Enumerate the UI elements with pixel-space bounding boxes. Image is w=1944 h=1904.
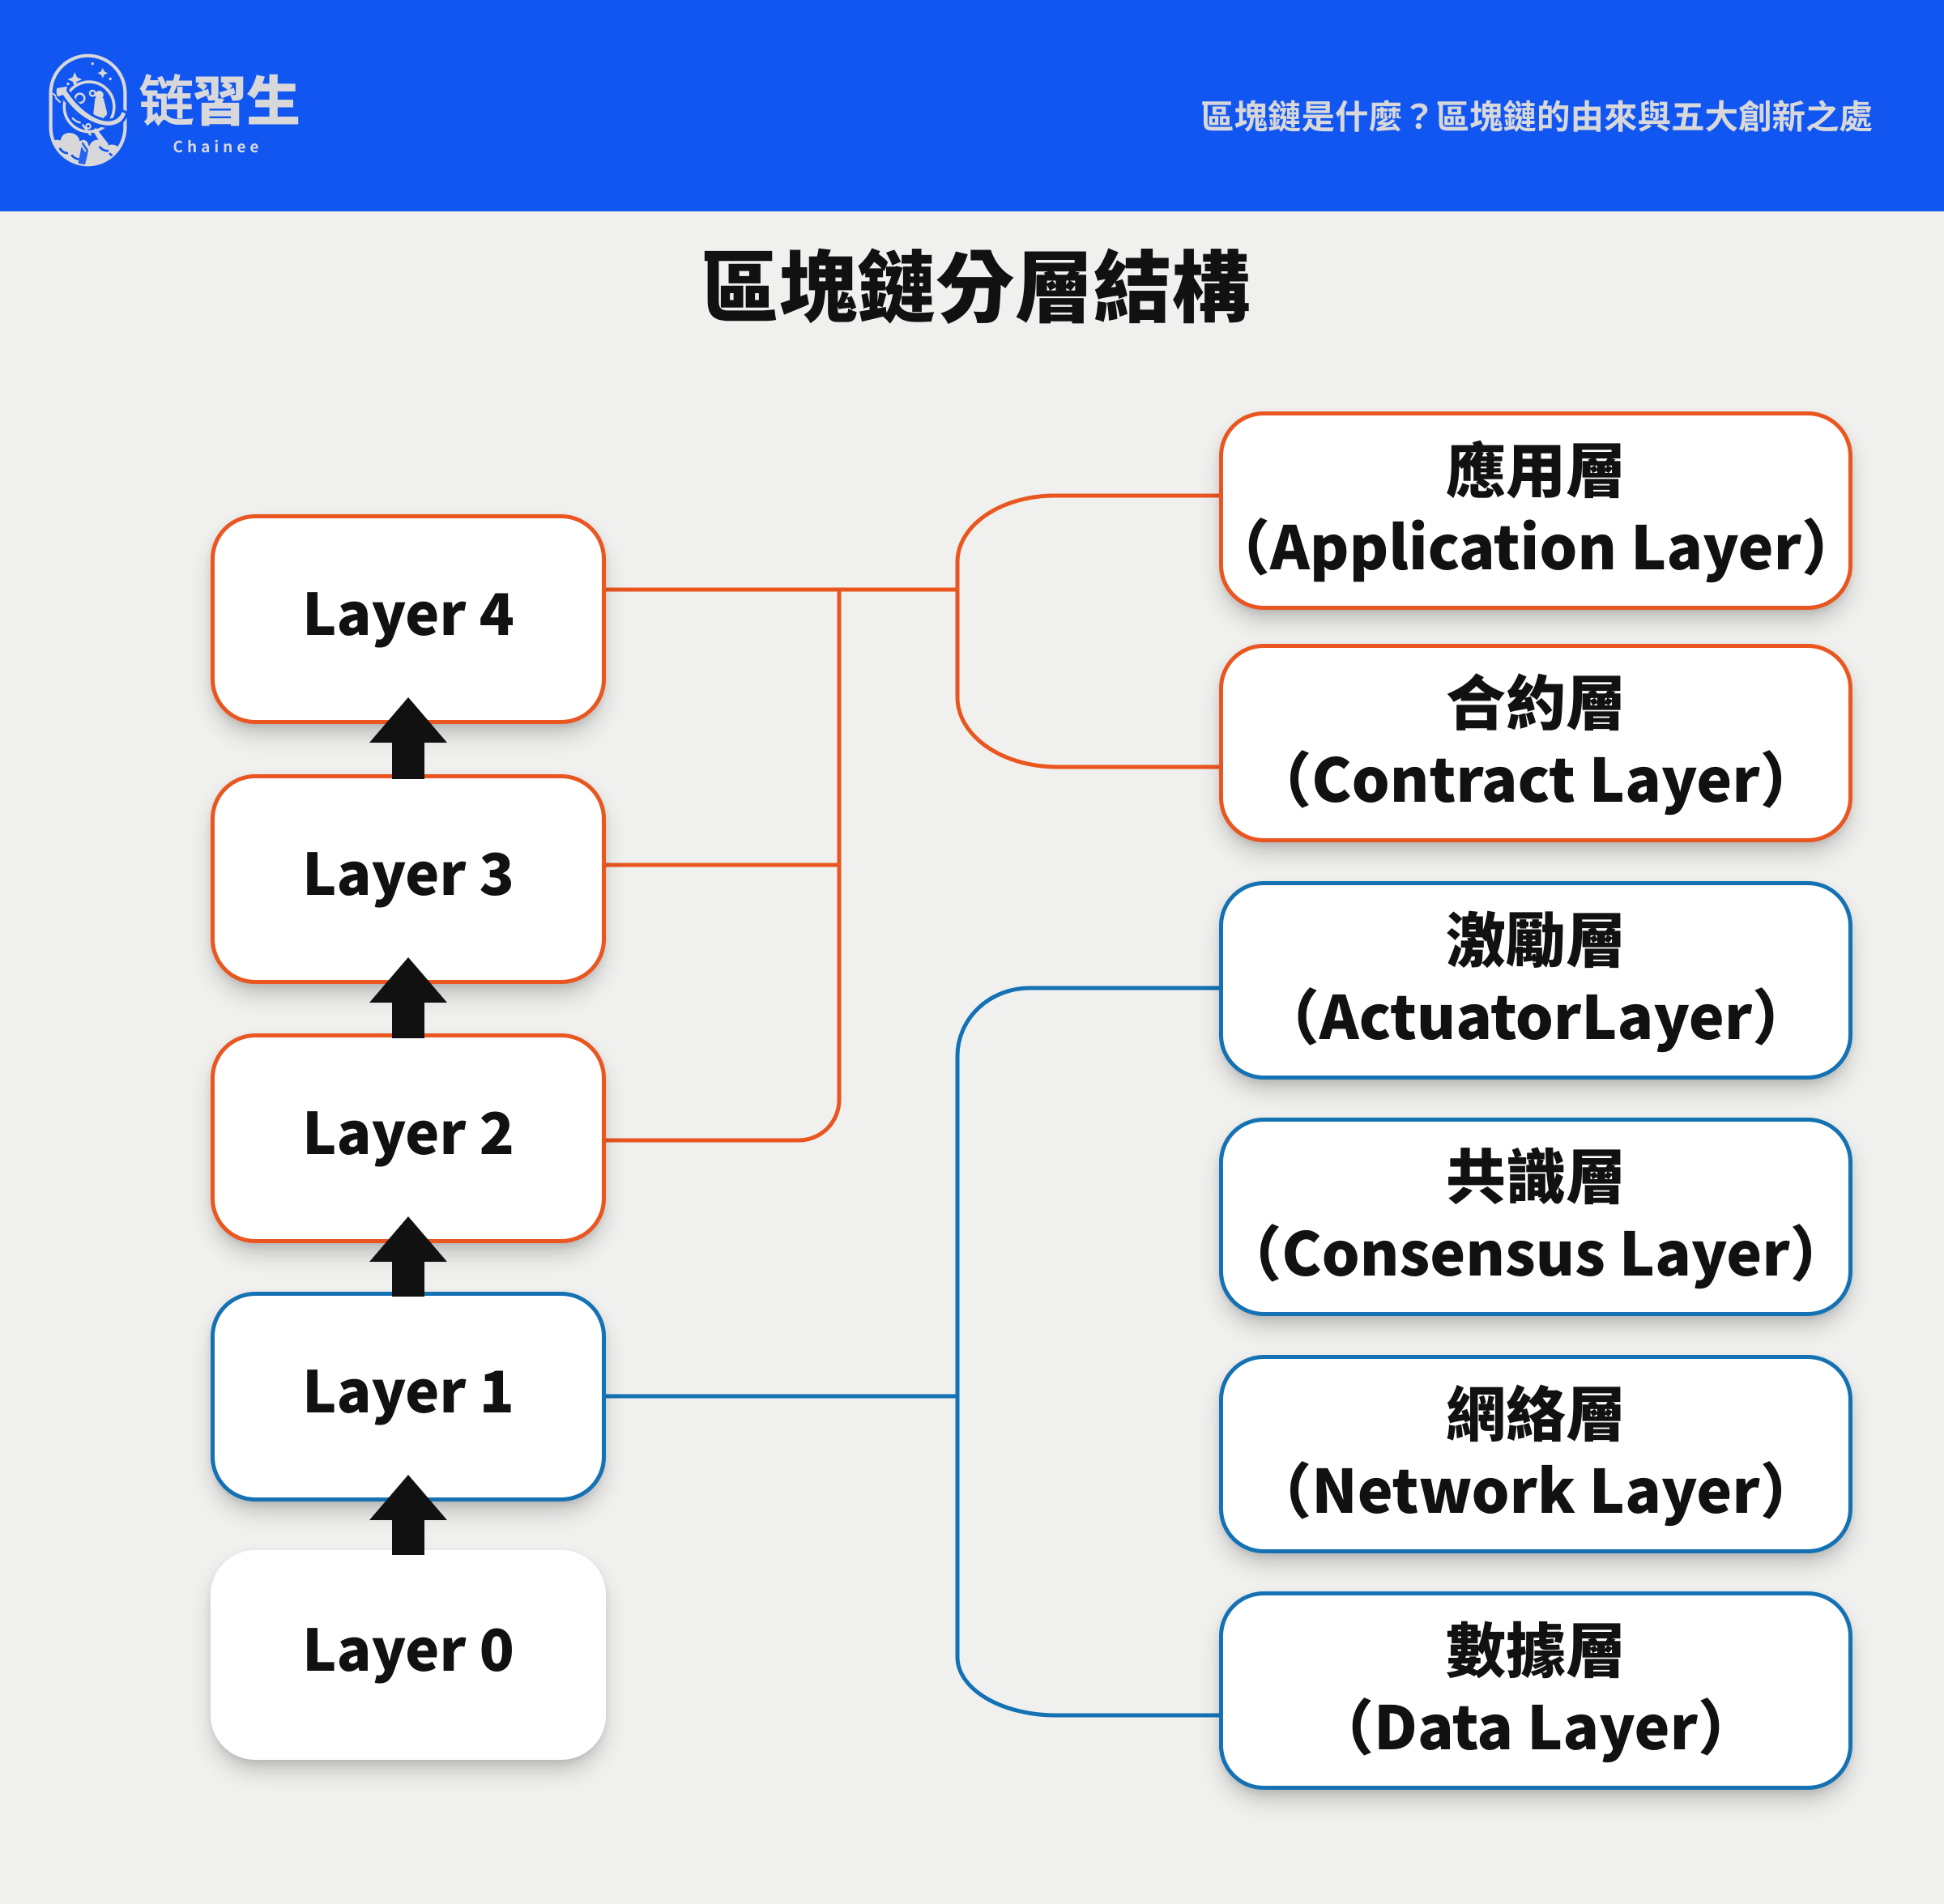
layer4-label: Layer 4	[302, 569, 514, 652]
wire-fork-to-application	[955, 493, 1219, 590]
logo-detail-dot	[85, 123, 92, 130]
arrow-layer1-to-layer2	[369, 1216, 447, 1297]
data-layer-box: 數據層 （Data Layer）	[1219, 1591, 1852, 1790]
logo-rocket	[56, 86, 67, 97]
arrow-layer0-to-layer1	[369, 1475, 447, 1555]
wire-blue-trunk	[955, 986, 1219, 1718]
logo-detail-dot	[91, 62, 94, 66]
logo-detail-dot	[74, 92, 86, 104]
arrow-layer2-to-layer3	[369, 957, 447, 1038]
contract-layer-zh: 合約層	[1446, 656, 1626, 743]
logo-subtext: Chainee	[173, 135, 263, 157]
actuator-layer-zh: 激勵層	[1446, 893, 1626, 980]
wire-orange-trunk-to-layer2	[606, 590, 842, 1143]
logo-detail-stroke	[78, 141, 91, 165]
logo-detail-dot	[109, 77, 112, 81]
logo-detail-stroke	[71, 117, 81, 124]
actuator-layer-en: （ActuatorLayer）	[1259, 970, 1813, 1057]
logo-detail-stroke	[93, 96, 108, 118]
consensus-layer-box: 共識層 （Consensus Layer）	[1219, 1118, 1852, 1316]
application-layer-en: （Application Layer）	[1210, 500, 1861, 587]
contract-layer-en: （Contract Layer）	[1251, 733, 1820, 820]
data-layer-zh: 數據層	[1446, 1604, 1626, 1690]
layer3-box: Layer 3	[211, 774, 606, 984]
header-bar: 链習生 Chainee 區塊鏈是什麼？區塊鏈的由來與五大創新之處	[0, 0, 1944, 211]
arrow-layer3-to-layer4	[369, 697, 447, 779]
layer3-label: Layer 3	[302, 829, 514, 912]
logo-detail-dot	[66, 82, 70, 86]
layer4-box: Layer 4	[211, 514, 606, 724]
layer1-box: Layer 1	[211, 1292, 606, 1501]
logo-detail-stroke	[52, 92, 62, 104]
network-layer-zh: 網絡層	[1446, 1367, 1626, 1454]
logo-clouds	[50, 133, 122, 165]
network-layer-box: 網絡層 （Network Layer）	[1219, 1355, 1852, 1553]
logo-sparkles	[67, 72, 83, 87]
actuator-layer-box: 激勵層 （ActuatorLayer）	[1219, 881, 1852, 1080]
application-layer-zh: 應用層	[1446, 424, 1626, 510]
logo-badge-icon	[49, 53, 129, 167]
consensus-layer-en: （Consensus Layer）	[1221, 1207, 1850, 1293]
layer1-label: Layer 1	[302, 1347, 514, 1429]
logo-detail-stroke	[58, 145, 109, 155]
logo-wordmark: 链習生	[139, 58, 301, 137]
application-layer-box: 應用層 （Application Layer）	[1210, 411, 1861, 610]
layer2-label: Layer 2	[302, 1088, 514, 1171]
data-layer-en: （Data Layer）	[1314, 1680, 1758, 1767]
contract-layer-box: 合約層 （Contract Layer）	[1219, 644, 1852, 842]
header-title: 區塊鏈是什麼？區塊鏈的由來與五大創新之處	[1200, 90, 1873, 138]
network-layer-en: （Network Layer）	[1251, 1444, 1820, 1531]
wire-fork-to-contract	[955, 589, 1219, 769]
logo-detail-stroke	[81, 123, 92, 137]
layer0-label: Layer 0	[302, 1605, 514, 1688]
consensus-layer-zh: 共識層	[1446, 1130, 1626, 1216]
logo-detail-dot	[88, 89, 96, 97]
logo-astronaut	[95, 91, 104, 100]
logo-detail-stroke	[62, 91, 126, 126]
logo-detail-stroke	[97, 67, 109, 79]
layer0-box: Layer 0	[211, 1550, 606, 1760]
page-title: 區塊鏈分層結構	[700, 224, 1251, 339]
